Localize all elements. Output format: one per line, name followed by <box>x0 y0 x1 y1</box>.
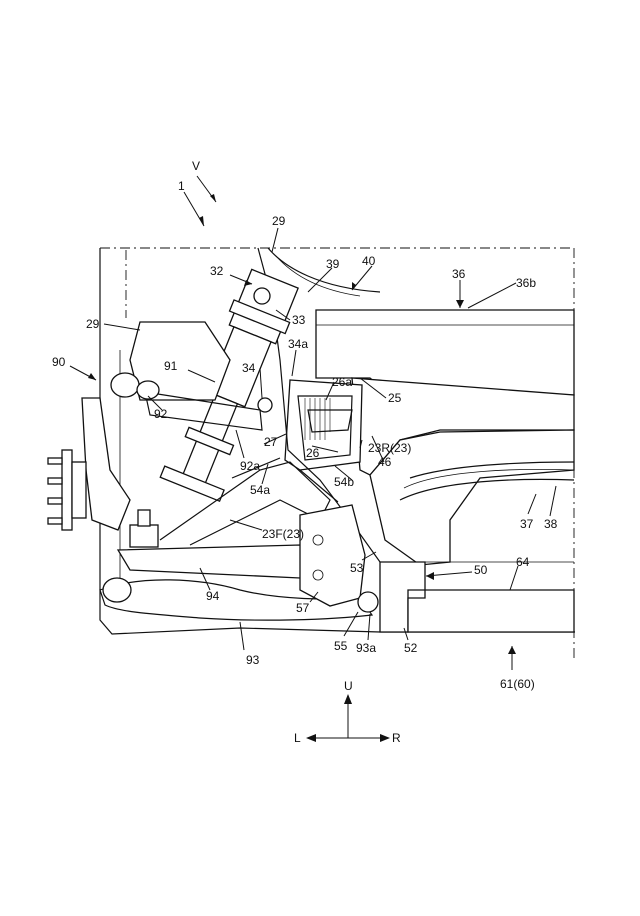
panel-rib <box>403 468 575 489</box>
hub-bolts <box>47 457 63 525</box>
label-r: R <box>392 731 401 745</box>
bracket-53 <box>299 504 366 607</box>
label-26: 26 <box>306 446 320 460</box>
brace-54b <box>299 469 339 503</box>
label-40: 40 <box>362 254 376 268</box>
label-u: U <box>344 679 353 693</box>
label-52: 52 <box>404 641 418 655</box>
label-29-top: 29 <box>272 214 286 228</box>
panel-curve-38 <box>409 461 575 479</box>
label-90: 90 <box>52 355 66 369</box>
label-94: 94 <box>206 589 220 603</box>
label-61: 61(60) <box>500 677 535 691</box>
floor-panel-64 <box>407 589 575 633</box>
shock-absorber <box>159 268 299 503</box>
label-27: 27 <box>264 435 278 449</box>
label-29-left: 29 <box>86 317 100 331</box>
fender-arch <box>267 247 381 293</box>
rear-panel <box>369 429 575 566</box>
side-member <box>351 377 575 476</box>
label-93a: 93a <box>356 641 376 655</box>
mount-bolt-55 <box>357 591 379 613</box>
lower-bushing <box>102 577 132 603</box>
label-39: 39 <box>326 257 340 271</box>
mount-bolt-34 <box>257 397 273 413</box>
label-50: 50 <box>474 563 488 577</box>
label-34: 34 <box>242 361 256 375</box>
direction-compass <box>306 694 390 742</box>
label-36b: 36b <box>516 276 536 290</box>
subframe-23f <box>159 461 331 546</box>
bracket-hole-2 <box>312 569 324 581</box>
ball-joint-stud <box>137 509 151 527</box>
knuckle-90 <box>81 397 131 531</box>
leader-lines <box>69 175 557 670</box>
label-l: L <box>294 731 301 745</box>
hub-center <box>71 461 87 519</box>
label-23r: 23R(23) <box>368 441 411 455</box>
ball-joint-lower <box>129 524 159 548</box>
label-1: 1 <box>178 179 185 193</box>
bracket-26 <box>307 409 353 433</box>
mount-bolt-32 <box>253 287 271 305</box>
label-37: 37 <box>520 517 534 531</box>
label-93: 93 <box>246 653 260 667</box>
label-57: 57 <box>296 601 310 615</box>
label-23f: 23F(23) <box>262 527 304 541</box>
label-54a: 54a <box>250 483 270 497</box>
label-36: 36 <box>452 267 466 281</box>
label-34a: 34a <box>288 337 308 351</box>
label-33: 33 <box>292 313 306 327</box>
label-55: 55 <box>334 639 348 653</box>
fender-arch-inner <box>275 255 361 297</box>
label-32: 32 <box>210 264 224 278</box>
lower-arm-94 <box>116 544 322 579</box>
label-54b: 54b <box>334 475 354 489</box>
hub-flange <box>61 449 73 531</box>
bracket-hole-1 <box>312 534 324 546</box>
label-91: 91 <box>164 359 178 373</box>
label-92: 92 <box>154 407 168 421</box>
label-46: 46 <box>378 455 392 469</box>
upper-arm-92 <box>144 391 263 431</box>
label-92a: 92a <box>240 459 260 473</box>
label-v: V <box>192 159 200 173</box>
frame-23r-inner <box>297 395 353 461</box>
upper-arm-block <box>129 321 231 401</box>
label-64: 64 <box>516 555 530 569</box>
panel-curve-37 <box>399 478 575 501</box>
frame-23r <box>284 379 363 471</box>
label-26a: 26a <box>332 375 352 389</box>
label-53: 53 <box>350 561 364 575</box>
arm-joint-92 <box>110 372 140 398</box>
brace-54a <box>231 457 281 479</box>
arm-joint-92-ball <box>136 380 160 400</box>
label-38: 38 <box>544 517 558 531</box>
label-25: 25 <box>388 391 402 405</box>
